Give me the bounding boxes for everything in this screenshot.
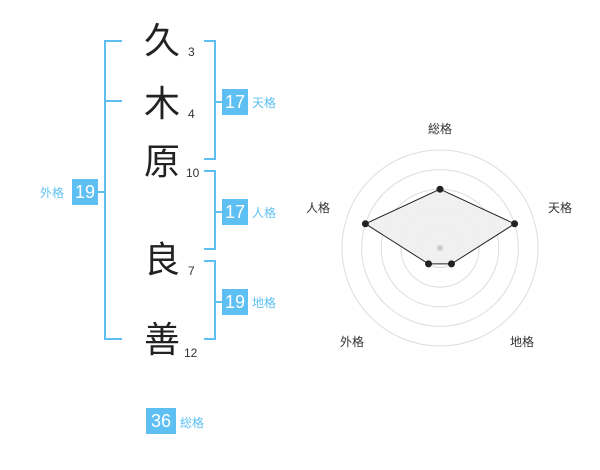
- gaikaku-bracket-vertical: [104, 40, 106, 340]
- chikaku-bracket-vertical: [214, 260, 216, 340]
- chikaku-bracket-bottom: [204, 338, 216, 340]
- radar-point: [448, 260, 455, 268]
- radar-point: [436, 185, 444, 193]
- radar-ring: [361, 169, 519, 327]
- name-char-3: 原: [144, 142, 181, 183]
- chikaku-connector: [216, 301, 222, 303]
- radar-point: [425, 260, 432, 268]
- radar-ring: [380, 188, 500, 308]
- jinkaku-bracket-vertical: [214, 170, 216, 250]
- gaikaku-bracket-mid: [104, 100, 122, 102]
- jinkaku-value: 17: [222, 199, 248, 225]
- gaikaku-bracket-bottom: [104, 338, 122, 340]
- radar-grid: [341, 149, 539, 347]
- gaikaku-value: 19: [72, 179, 98, 205]
- chikaku-bracket-top: [204, 260, 216, 262]
- radar-ring: [400, 208, 480, 288]
- gaikaku-label: 外格: [40, 186, 65, 200]
- jinkaku-label: 人格: [252, 206, 277, 220]
- tenkaku-bracket-vertical: [214, 40, 216, 160]
- radar-area: [364, 188, 516, 265]
- jinkaku-connector: [216, 211, 222, 213]
- tenkaku-connector: [216, 101, 222, 103]
- radar-axis-label-soukaku: 総格: [428, 122, 453, 136]
- radar-points: [361, 185, 519, 268]
- stroke-count-1: 3: [188, 45, 195, 59]
- stroke-count-4: 7: [188, 264, 195, 278]
- tenkaku-label: 天格: [252, 96, 277, 110]
- chikaku-label: 地格: [252, 296, 277, 310]
- tenkaku-value: 17: [222, 89, 248, 115]
- stroke-count-2: 4: [188, 107, 195, 121]
- name-char-1: 久: [144, 21, 181, 62]
- radar-point: [361, 220, 369, 228]
- gaikaku-connector: [98, 191, 104, 193]
- radar-axis-label-jinkaku: 人格: [306, 201, 331, 215]
- stroke-count-3: 10: [186, 166, 200, 180]
- tenkaku-bracket-bottom: [204, 158, 216, 160]
- soukaku-value: 36: [146, 408, 176, 434]
- name-char-5: 善: [144, 320, 181, 361]
- radar-ring: [341, 149, 539, 347]
- tenkaku-bracket-top: [204, 40, 216, 42]
- stroke-count-5: 12: [184, 346, 198, 360]
- radar-center-dot: [437, 245, 443, 251]
- radar-axis-label-chikaku: 地格: [510, 335, 535, 349]
- radar-ring: [419, 227, 461, 269]
- chikaku-value: 19: [222, 289, 248, 315]
- radar-point: [511, 220, 519, 228]
- jinkaku-bracket-top: [204, 170, 216, 172]
- radar-axis-label-tenkaku: 天格: [548, 201, 573, 215]
- name-char-4: 良: [144, 240, 181, 281]
- soukaku-label: 総格: [180, 416, 205, 430]
- radar-axis-label-gaikaku: 外格: [340, 335, 365, 349]
- jinkaku-bracket-bottom: [204, 248, 216, 250]
- name-char-2: 木: [144, 84, 181, 125]
- gaikaku-bracket-top: [104, 40, 122, 42]
